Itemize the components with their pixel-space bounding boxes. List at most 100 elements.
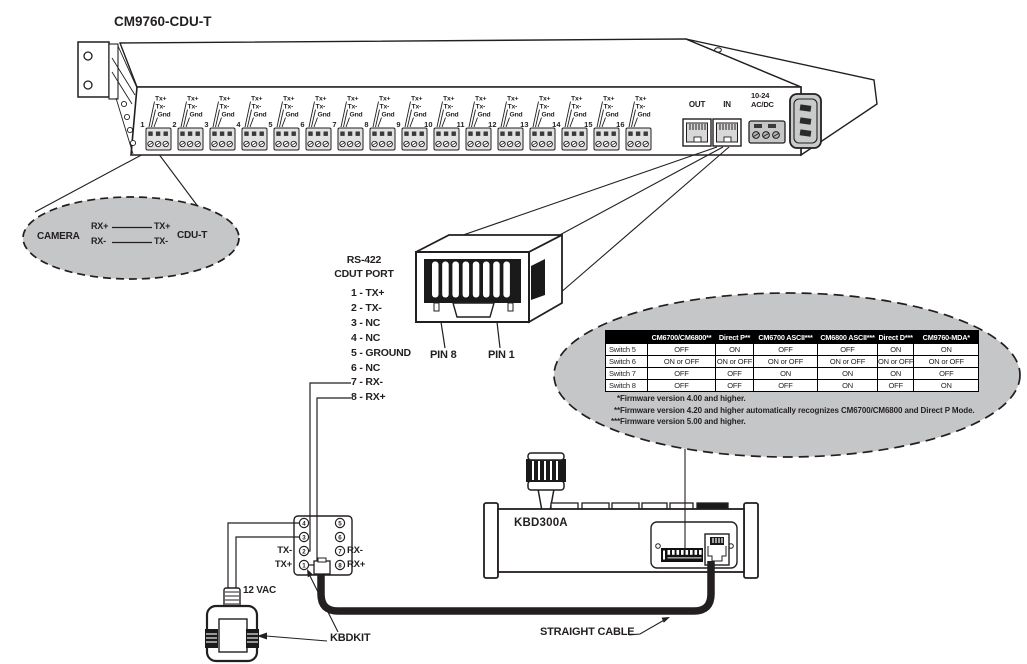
channel-number: 11	[457, 120, 465, 129]
kbdkit-rx-plus-label: RX+	[347, 559, 366, 570]
channel-pin-label: Gnd	[446, 112, 459, 119]
kbdkit-terminal: 3	[298, 531, 310, 543]
keyboard-label: KBD300A	[514, 517, 568, 529]
switch-value: OFF	[753, 343, 818, 356]
channel-number: 2	[172, 120, 176, 129]
camera-rx-plus-label: RX+	[91, 221, 109, 231]
svg-text:4: 4	[302, 520, 306, 527]
switch-value: ON	[876, 367, 915, 380]
switch-value: OFF	[817, 343, 878, 356]
table-col-header: CM6800 ASCII***	[817, 330, 878, 344]
channel-pin-label: Gnd	[542, 112, 555, 119]
channel-pin-label: Tx-	[156, 104, 166, 111]
table-col-header	[605, 330, 648, 344]
switch-value: OFF	[715, 379, 754, 392]
switch-label: Switch 8	[605, 379, 648, 392]
channel-number: 5	[268, 120, 272, 129]
in-port-label: IN	[723, 100, 731, 109]
channel-block: Tx+ Tx- Gnd 10	[424, 96, 460, 151]
camera-label: CAMERA	[37, 231, 80, 242]
table-col-header: CM6700 ASCII***	[753, 330, 818, 344]
channel-pin-label: Tx+	[635, 96, 647, 103]
channel-pin-label: Gnd	[190, 112, 203, 119]
switch-value: ON	[876, 343, 915, 356]
channel-pin-label: Tx+	[347, 96, 359, 103]
rs422-pin: 3 - NC	[351, 316, 381, 329]
table-footnote: * Firmware version 4.00 and higher.	[616, 394, 746, 403]
rx-wires	[309, 382, 351, 566]
rs422-pin: 4 - NC	[351, 331, 381, 344]
kbdkit-tx-plus-label: TX+	[274, 559, 292, 570]
channel-pin-label: Gnd	[574, 112, 587, 119]
switch-value: ON	[913, 379, 980, 392]
camera-tx-plus-label: TX+	[154, 221, 171, 231]
channel-number: 3	[204, 120, 208, 129]
in-jack	[712, 118, 742, 147]
channel-number: 14	[552, 120, 561, 129]
rs422-title: RS-422	[346, 254, 382, 266]
channel-pin-label: Tx+	[603, 96, 615, 103]
channel-pin-label: Tx+	[411, 96, 423, 103]
channel-block: Tx+ Tx- Gnd 7	[332, 96, 364, 151]
dip-switch-block	[661, 548, 703, 562]
channel-pin-label: Tx+	[187, 96, 199, 103]
switch-value: ON	[913, 343, 980, 356]
channel-block: Tx+ Tx- Gnd 1	[140, 96, 172, 151]
channel-pin-label: Gnd	[350, 112, 363, 119]
rs422-pin: 2 - TX-	[351, 301, 382, 314]
switch-value: ON or OFF	[715, 355, 754, 368]
pin8-label: PIN 8	[430, 349, 457, 361]
channel-block: Tx+ Tx- Gnd 4	[236, 96, 268, 151]
channel-pin-label: Gnd	[414, 112, 427, 119]
channel-number: 16	[616, 120, 624, 129]
camera-tx-minus-label: TX-	[154, 236, 168, 246]
channel-pin-label: Gnd	[222, 112, 235, 119]
kbdkit-terminal: 5	[334, 517, 346, 529]
switch-value: ON or OFF	[817, 355, 878, 368]
channel-pin-label: Tx-	[604, 104, 614, 111]
switch-value: ON or OFF	[876, 355, 915, 368]
rs422-pin: 1 - TX+	[351, 287, 385, 299]
channel-pin-label: Tx+	[155, 96, 167, 103]
channel-pin-label: Gnd	[254, 112, 267, 119]
channel-block: Tx+ Tx- Gnd 2	[172, 96, 204, 151]
rs422-pin: 7 - RX-	[351, 376, 383, 389]
out-jack	[682, 118, 712, 147]
channel-pin-label: Tx-	[284, 104, 294, 111]
channel-block: Tx+ Tx- Gnd 14	[552, 96, 588, 151]
power-inlet	[789, 93, 822, 149]
svg-text:1: 1	[302, 562, 306, 569]
channel-number: 15	[584, 120, 592, 129]
channel-pin-label: Gnd	[638, 112, 651, 119]
camera-rx-minus-label: RX-	[91, 236, 106, 246]
rj45-connector-detail	[415, 233, 563, 349]
switch-value: ON	[817, 367, 878, 380]
kbdkit-terminal: 7	[334, 545, 346, 557]
svg-text:2: 2	[302, 548, 306, 555]
straight-cable-label: STRAIGHT CABLE	[540, 626, 635, 638]
kbdkit-terminal: 1	[298, 559, 310, 571]
channel-pin-label: Tx-	[636, 104, 646, 111]
channel-block: Tx+ Tx- Gnd 15	[584, 96, 620, 151]
channel-pin-label: Tx-	[412, 104, 422, 111]
kbd-rj45-jack	[704, 533, 730, 566]
kbdkit-label: KBDKIT	[330, 632, 371, 644]
channel-pin-label: Tx+	[283, 96, 295, 103]
channel-pin-label: Gnd	[606, 112, 619, 119]
switch-label: Switch 7	[605, 367, 648, 380]
vac-label: 12 VAC	[243, 585, 277, 596]
channel-pin-label: Tx+	[219, 96, 231, 103]
power-transformer	[205, 522, 300, 663]
kbdkit-tx-minus-label: TX-	[277, 545, 292, 556]
channel-number: 12	[488, 120, 496, 129]
channel-block: Tx+ Tx- Gnd 6	[300, 96, 332, 151]
power-rating-label: 10-24 AC/DC	[751, 91, 774, 109]
kbdkit-terminal: 6	[334, 531, 346, 543]
out-port-label: OUT	[688, 100, 706, 109]
switch-label: Switch 5	[605, 343, 648, 356]
kbdkit-terminal-block: 4 5 3 6 2 7 1 8	[293, 515, 353, 576]
channel-block: Tx+ Tx- Gnd 16	[616, 96, 652, 151]
